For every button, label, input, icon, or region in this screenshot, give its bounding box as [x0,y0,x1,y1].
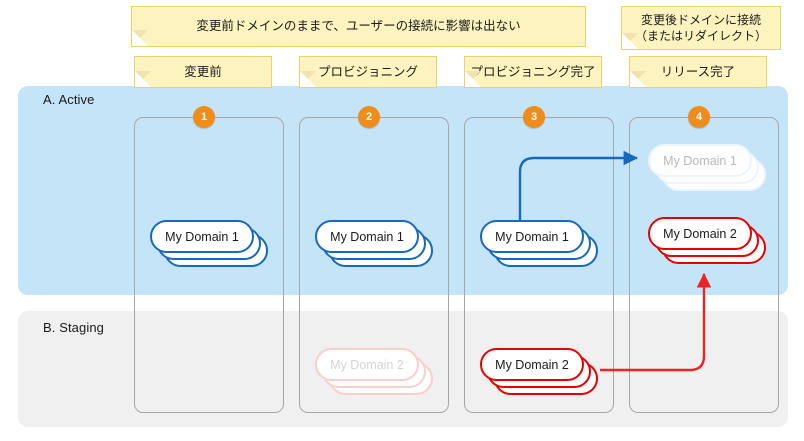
node-c3-staging[interactable]: My Domain 2 [480,348,602,396]
band-label-active: A. Active [43,92,95,107]
phase-tab-3-label: プロビジョニング完了 [470,64,596,79]
phase-tab-1-label: 変更前 [184,64,222,79]
column-wall-4-left [629,296,630,311]
phase-tab-2-label: プロビジョニング [317,64,418,79]
phase-tab-4-label: リリース完了 [660,64,736,79]
column-wall-2-right [448,296,449,311]
column-wall-2-left [299,296,300,311]
column-wall-1-left [134,296,135,311]
node-label: My Domain 1 [165,229,239,244]
node-label: My Domain 2 [663,226,737,241]
stack-layer-front: My Domain 1 [480,220,584,253]
node-c4-active-red[interactable]: My Domain 2 [648,217,770,265]
stack-layer-front: My Domain 2 [648,217,752,250]
node-c4-active-ghost[interactable]: My Domain 1 [648,144,770,192]
node-c1-active[interactable]: My Domain 1 [150,220,272,268]
callout-new-domain: 変更後ドメインに接続 （またはリダイレクト） [621,6,781,50]
band-gutter [0,296,804,311]
node-label: My Domain 1 [495,229,569,244]
node-c3-active[interactable]: My Domain 1 [480,220,602,268]
phase-tab-2[interactable]: プロビジョニング [299,56,437,88]
band-label-staging: B. Staging [43,320,104,335]
step-badge-2: 2 [358,106,380,128]
callout-no-impact-text: 変更前ドメインのままで、ユーザーの接続に影響は出ない [196,19,521,34]
step-badge-4: 4 [688,106,710,128]
column-wall-4-right [778,296,779,311]
column-wall-1-right [283,296,284,311]
node-label: My Domain 1 [663,153,737,168]
node-label: My Domain 2 [330,357,404,372]
node-c2-active[interactable]: My Domain 1 [315,220,437,268]
node-label: My Domain 1 [330,229,404,244]
stack-layer-front: My Domain 2 [315,348,419,381]
callout-new-domain-text: 変更後ドメインに接続 （またはリダイレクト） [634,12,767,43]
stack-layer-front: My Domain 2 [480,348,584,381]
phase-tab-4[interactable]: リリース完了 [629,56,767,88]
step-badge-1: 1 [193,106,215,128]
phase-tab-1[interactable]: 変更前 [134,56,272,88]
stack-layer-front: My Domain 1 [648,144,752,177]
node-c2-staging[interactable]: My Domain 2 [315,348,437,396]
phase-tab-3[interactable]: プロビジョニング完了 [464,56,602,88]
step-badge-3: 3 [523,106,545,128]
stack-layer-front: My Domain 1 [315,220,419,253]
column-wall-3-left [464,296,465,311]
node-label: My Domain 2 [495,357,569,372]
column-wall-3-right [613,296,614,311]
callout-no-impact: 変更前ドメインのままで、ユーザーの接続に影響は出ない [131,6,586,47]
stack-layer-front: My Domain 1 [150,220,254,253]
